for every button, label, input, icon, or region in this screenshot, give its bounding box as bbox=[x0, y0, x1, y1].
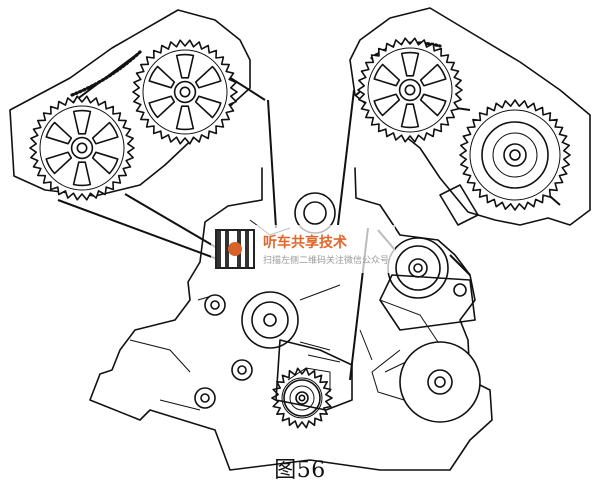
left-lower-cam-gear bbox=[30, 96, 134, 200]
tensioner-bracket bbox=[380, 185, 478, 330]
small-idler-left bbox=[195, 295, 252, 408]
idler-pulley bbox=[388, 238, 448, 298]
watermark-badge: 听车共享技术 扫描左侧二维码关注微信公众号 bbox=[211, 225, 395, 273]
right-lower-cam-gear bbox=[460, 100, 570, 210]
gears bbox=[30, 38, 570, 428]
right-cam-cover bbox=[350, 8, 590, 225]
water-pump-pulley bbox=[242, 285, 340, 350]
qr-code-icon bbox=[215, 229, 255, 269]
crankshaft-area bbox=[276, 340, 352, 410]
lower-right-pulley bbox=[372, 342, 480, 422]
watermark-subtitle: 扫描左侧二维码关注微信公众号 bbox=[263, 256, 390, 266]
right-upper-cam-gear bbox=[358, 38, 462, 142]
crank-gear bbox=[272, 368, 332, 427]
figure-caption: 图56 bbox=[274, 458, 326, 483]
timing-belt bbox=[52, 43, 560, 380]
watermark-title: 听车共享技术 bbox=[263, 235, 347, 251]
left-upper-cam-gear bbox=[133, 40, 237, 144]
